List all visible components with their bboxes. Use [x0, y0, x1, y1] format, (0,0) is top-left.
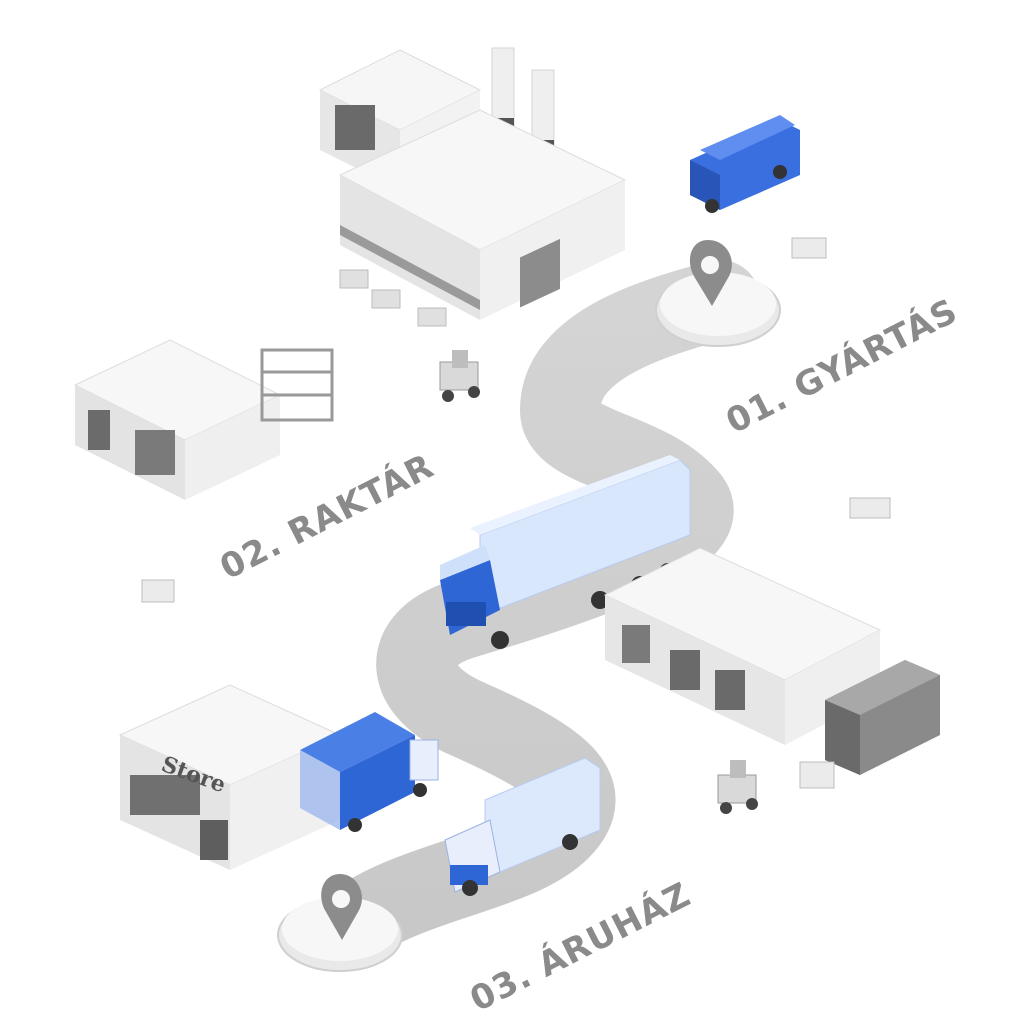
truck-icon	[444, 757, 601, 896]
location-pin-icon	[655, 240, 781, 347]
factory-icon	[318, 47, 627, 327]
truck-icon	[300, 712, 439, 832]
location-pin-icon	[277, 874, 403, 972]
forklift-icon	[439, 350, 480, 402]
warehouse-icon	[73, 339, 334, 500]
container-icon	[825, 660, 940, 775]
forklift-icon	[717, 760, 758, 814]
van-icon	[690, 115, 800, 213]
truck-icon	[440, 455, 691, 649]
distribution-center-icon	[603, 547, 882, 745]
pallet-icon	[141, 237, 891, 789]
